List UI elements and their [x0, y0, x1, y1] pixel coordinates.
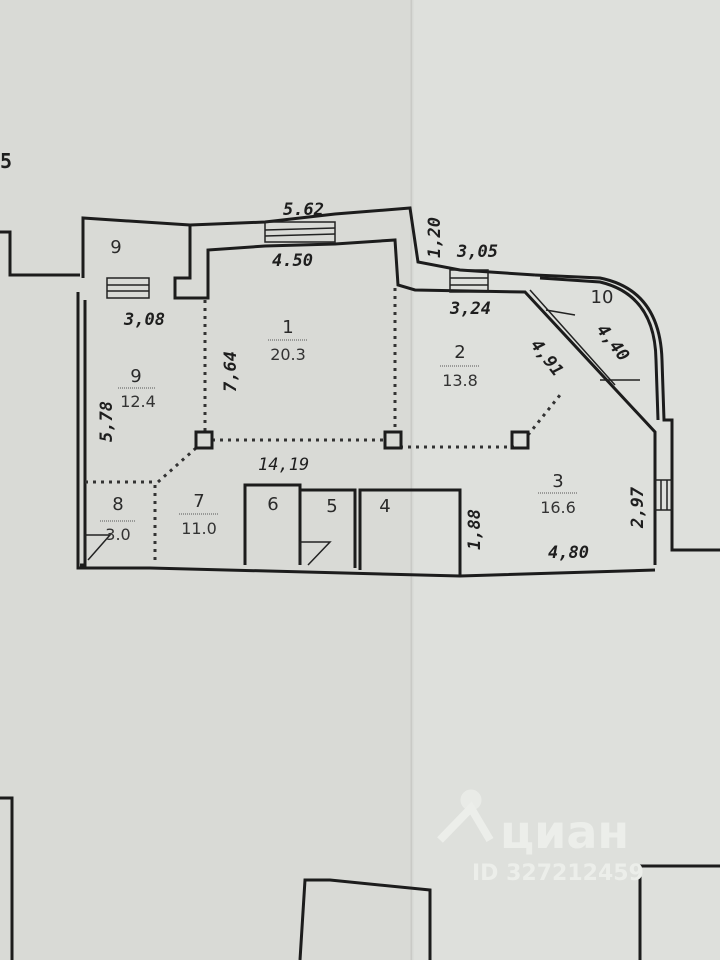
- room-2-number: 2: [454, 342, 465, 363]
- room-5-number: 5: [326, 496, 337, 517]
- room-3-area: 16.6: [540, 498, 576, 517]
- dim-room9-height: 5,78: [97, 401, 117, 442]
- dim-right-top-outer: 3,05: [456, 242, 498, 262]
- dim-right-top-inner: 3,24: [449, 299, 491, 319]
- room-7-number: 7: [193, 491, 204, 512]
- outer-buildings: [0, 796, 720, 960]
- dim-room3-right: 2,97: [628, 486, 648, 529]
- room-8-area: 3.0: [105, 525, 130, 544]
- walls: [0, 206, 720, 578]
- room-9-area: 12.4: [120, 392, 156, 411]
- watermark-brand: циан: [500, 805, 629, 859]
- room-3-number: 3: [552, 471, 563, 492]
- watermark-id: ID 327212459: [472, 861, 644, 886]
- dotted-partitions: [85, 288, 562, 562]
- dim-room1-height: 7,64: [221, 351, 241, 392]
- dim-right-top-offset: 1,20: [425, 217, 445, 258]
- room-1-number: 1: [282, 317, 293, 338]
- stairs-left: [106, 277, 150, 299]
- room-4-number: 4: [379, 496, 390, 517]
- column: [510, 430, 530, 450]
- stairs-right: [449, 269, 489, 293]
- location-pin-icon: [437, 801, 494, 843]
- room-9-upper-number: 9: [110, 237, 121, 258]
- dim-left-stair: 3,08: [123, 310, 165, 330]
- room-9-number: 9: [130, 366, 141, 387]
- dim-top-inner: 4.50: [272, 251, 313, 271]
- room-labels: 1 20.3 2 13.8 3 16.6 4 5 6 7 11.0 8 3.0 …: [100, 237, 613, 544]
- column: [194, 430, 214, 450]
- column: [383, 430, 403, 450]
- stairs-east: [654, 479, 673, 511]
- room-10-number: 10: [591, 287, 614, 308]
- room-7-area: 11.0: [181, 519, 217, 538]
- dim-corridor: 14,19: [258, 455, 309, 475]
- room-8-number: 8: [112, 494, 123, 515]
- dim-room3-bottom: 4,80: [548, 543, 589, 563]
- room-2-area: 13.8: [442, 371, 478, 390]
- room-1-area: 20.3: [270, 345, 306, 364]
- room-6-number: 6: [267, 494, 278, 515]
- watermark: циан ID 327212459: [437, 789, 644, 886]
- sheet-label: 5: [0, 149, 12, 173]
- dim-room4-side: 1,88: [465, 509, 485, 550]
- dim-top-outer: 5.62: [283, 200, 324, 220]
- stairs-top: [264, 221, 336, 243]
